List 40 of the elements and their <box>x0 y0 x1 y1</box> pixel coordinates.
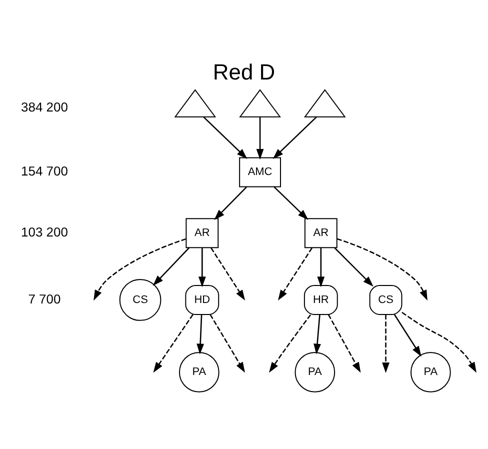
node-box: AR <box>186 218 219 248</box>
arrow <box>153 314 194 372</box>
label: 7 700 <box>28 290 61 306</box>
node-circle: PA <box>294 352 336 392</box>
arrow <box>328 314 361 372</box>
arrow <box>214 186 248 220</box>
arrow <box>210 314 246 372</box>
arrow <box>382 314 390 373</box>
arrow <box>334 246 374 286</box>
arrow <box>269 314 312 372</box>
arrow <box>256 116 264 160</box>
arrow <box>272 116 317 158</box>
node-box: CS <box>369 284 402 314</box>
label: 154 700 <box>21 163 68 178</box>
node-box: AMC <box>239 156 281 187</box>
arrow <box>210 247 246 300</box>
arrow <box>198 247 206 287</box>
node-box: HD <box>185 284 220 314</box>
label: 103 200 <box>21 224 68 240</box>
arrow <box>314 314 321 354</box>
arrow <box>94 238 186 300</box>
node-triangle <box>174 88 216 117</box>
node-box: HR <box>304 284 338 314</box>
node-triangle <box>239 88 281 117</box>
arrow <box>274 186 308 220</box>
arrow <box>278 247 313 300</box>
arrow <box>203 116 248 158</box>
arrow <box>317 247 325 287</box>
arrow <box>394 314 422 356</box>
diagram-title: Red D <box>212 59 276 84</box>
node-triangle <box>304 88 346 117</box>
node-circle: PA <box>410 352 451 392</box>
node-circle: CS <box>119 278 162 320</box>
node-box: AR <box>304 218 338 248</box>
arrow <box>402 311 476 372</box>
label: 384 200 <box>21 98 68 114</box>
arrow <box>196 314 204 354</box>
arrow <box>152 246 190 286</box>
arrow <box>336 238 428 300</box>
node-circle: PA <box>179 352 220 392</box>
